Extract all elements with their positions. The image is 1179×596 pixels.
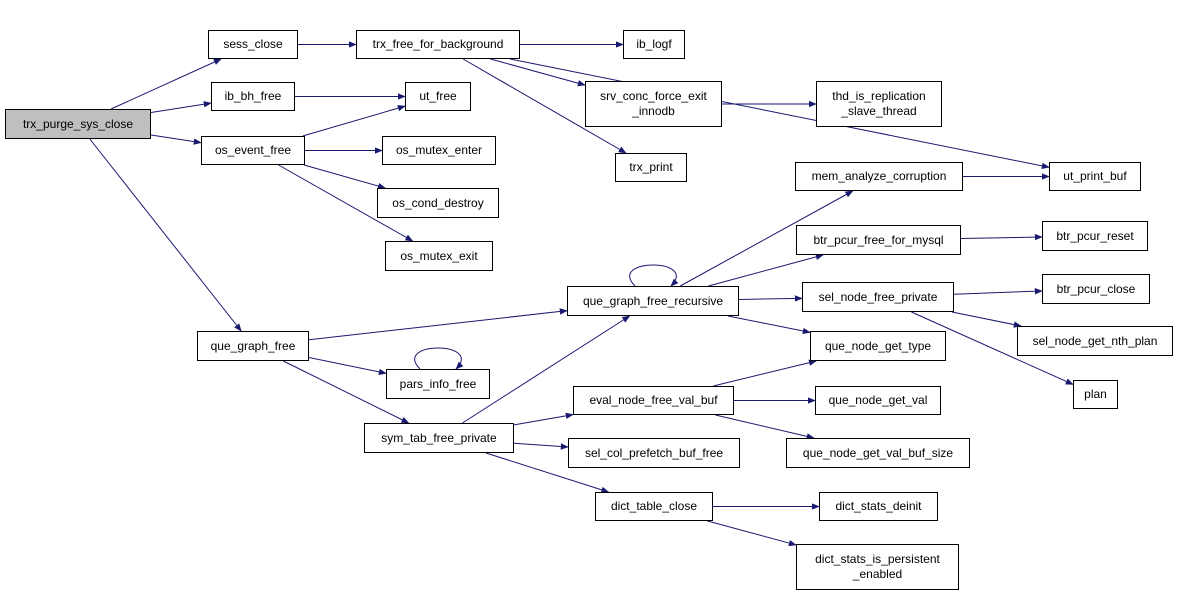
node-mem-analyze-corruption[interactable]: mem_analyze_corruption: [795, 162, 963, 191]
node-pars-info-free[interactable]: pars_info_free: [386, 369, 490, 399]
node-dict-table-close[interactable]: dict_table_close: [595, 492, 713, 521]
edge-que_graph_free-to-pars_info_free: [308, 357, 387, 376]
edge-eval_node_free_val_buf-to-que_node_get_val_buf_size: [715, 414, 815, 440]
edge-os_event_free-to-os_cond_destroy: [303, 164, 386, 190]
node-os-event-free[interactable]: os_event_free: [201, 136, 305, 165]
edge-trx_free_for_background-to-trx_print: [462, 58, 627, 154]
node-thd-is-replication-slave-thread[interactable]: thd_is_replication _slave_thread: [816, 81, 942, 127]
edge-btr_pcur_free_for_mysql-to-btr_pcur_reset: [960, 233, 1043, 241]
node-eval-node-free-val-buf[interactable]: eval_node_free_val_buf: [573, 386, 734, 415]
edge-trx_purge_sys_close-to-ib_bh_free: [150, 101, 212, 114]
node-sym-tab-free-private[interactable]: sym_tab_free_private: [364, 423, 514, 453]
node-os-cond-destroy[interactable]: os_cond_destroy: [377, 188, 499, 218]
edge-sym_tab_free_private-to-eval_node_free_val_buf: [513, 412, 574, 426]
edge-os_event_free-to-os_mutex_exit: [278, 164, 414, 242]
node-sel-col-prefetch-buf-free[interactable]: sel_col_prefetch_buf_free: [568, 438, 740, 468]
node-btr-pcur-free-for-mysql[interactable]: btr_pcur_free_for_mysql: [796, 225, 961, 255]
edge-que_graph_free-to-sym_tab_free_private: [283, 360, 410, 424]
edge-dict_table_close-to-dict_stats_is_persistent_enabled: [707, 520, 797, 547]
node-trx-purge-sys-close[interactable]: trx_purge_sys_close: [5, 109, 151, 139]
edge-sym_tab_free_private-to-sel_col_prefetch_buf_free: [513, 442, 569, 450]
node-sess-close[interactable]: sess_close: [208, 30, 298, 59]
edge-sym_tab_free_private-to-que_graph_free_recursive: [462, 315, 631, 424]
node-srv-conc-force-exit-innodb[interactable]: srv_conc_force_exit _innodb: [585, 81, 722, 127]
node-que-node-get-val[interactable]: que_node_get_val: [815, 386, 941, 415]
edge-sel_node_free_private-to-sel_node_get_nth_plan: [951, 311, 1022, 328]
node-sel-node-free-private[interactable]: sel_node_free_private: [802, 282, 954, 312]
node-os-mutex-enter[interactable]: os_mutex_enter: [382, 136, 496, 165]
edge-que_graph_free_recursive-to-que_node_get_type: [727, 315, 811, 335]
node-btr-pcur-reset[interactable]: btr_pcur_reset: [1042, 221, 1148, 251]
node-trx-print[interactable]: trx_print: [615, 153, 687, 182]
edge-trx_purge_sys_close-to-que_graph_free: [89, 138, 242, 332]
node-que-node-get-val-buf-size[interactable]: que_node_get_val_buf_size: [786, 438, 970, 468]
edge-trx_free_for_background-to-ut_print_buf: [510, 58, 1050, 169]
node-que-graph-free[interactable]: que_graph_free: [197, 331, 309, 361]
edge-que_graph_free_recursive-to-btr_pcur_free_for_mysql: [708, 253, 824, 287]
node-ut-print-buf[interactable]: ut_print_buf: [1049, 162, 1141, 191]
edge-trx_purge_sys_close-to-os_event_free: [150, 134, 202, 145]
node-sel-node-get-nth-plan[interactable]: sel_node_get_nth_plan: [1017, 326, 1173, 356]
node-ib-logf[interactable]: ib_logf: [623, 30, 685, 59]
edge-que_graph_free_recursive-to-que_graph_free_recursive: [629, 264, 679, 287]
node-dict-stats-deinit[interactable]: dict_stats_deinit: [819, 492, 938, 521]
node-que-graph-free-recursive[interactable]: que_graph_free_recursive: [567, 286, 739, 316]
node-dict-stats-is-persistent-enabled[interactable]: dict_stats_is_persistent _enabled: [796, 544, 959, 590]
edge-trx_purge_sys_close-to-sess_close: [110, 58, 222, 110]
edge-trx_free_for_background-to-srv_conc_force_exit_innodb: [490, 58, 586, 87]
node-plan[interactable]: plan: [1073, 380, 1118, 409]
edge-sel_node_free_private-to-plan: [911, 311, 1074, 385]
edge-que_graph_free_recursive-to-sel_node_free_private: [738, 295, 803, 302]
node-trx-free-for-background[interactable]: trx_free_for_background: [356, 30, 520, 59]
edge-pars_info_free-to-pars_info_free: [414, 347, 464, 370]
edge-sel_node_free_private-to-btr_pcur_close: [953, 288, 1043, 295]
node-ib-bh-free[interactable]: ib_bh_free: [211, 82, 295, 111]
edge-os_event_free-to-ut_free: [302, 105, 406, 137]
edge-eval_node_free_val_buf-to-que_node_get_type: [713, 359, 817, 387]
edge-que_graph_free-to-que_graph_free_recursive: [308, 308, 568, 341]
edge-sym_tab_free_private-to-dict_table_close: [485, 452, 610, 493]
node-btr-pcur-close[interactable]: btr_pcur_close: [1042, 274, 1150, 304]
node-que-node-get-type[interactable]: que_node_get_type: [810, 331, 946, 361]
node-ut-free[interactable]: ut_free: [405, 82, 471, 111]
node-os-mutex-exit[interactable]: os_mutex_exit: [385, 241, 493, 271]
edge-que_graph_free_recursive-to-mem_analyze_corruption: [679, 190, 854, 287]
